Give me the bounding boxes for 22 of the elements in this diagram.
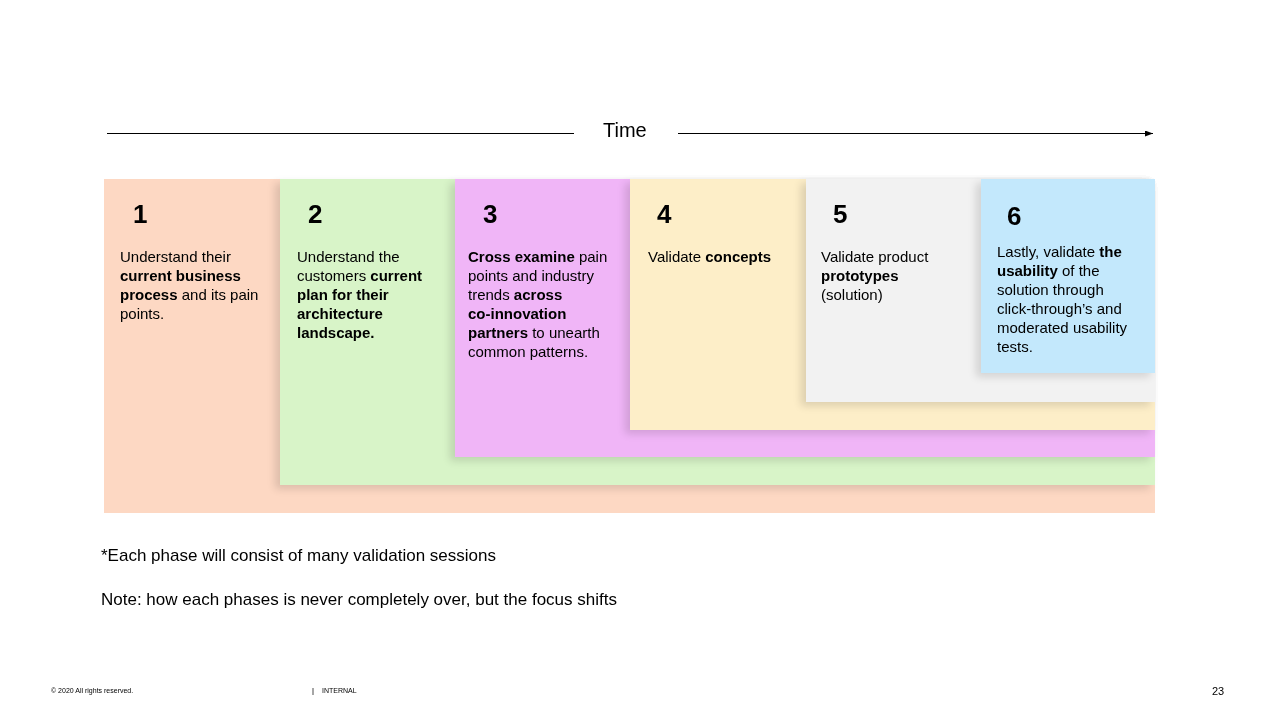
phase-panel — [455, 179, 1155, 457]
phase-number: 2 — [308, 199, 323, 229]
phase-description: Understand their current business process and its pain points. — [120, 247, 260, 323]
phase-description: Lastly, validate the usability of the solution through click-through’s and moderated usability tests. — [997, 242, 1129, 356]
phase-description: Cross examine pain points and industry trends across co-innovation partners to unearth common patterns. — [468, 247, 609, 361]
phase-number: 6 — [1007, 201, 1022, 231]
phase-description: Validate product prototypes (solution) — [821, 247, 930, 304]
phase-panel — [806, 179, 1155, 402]
page-number: 23 — [1212, 685, 1225, 698]
axis-label: Time — [603, 118, 647, 142]
phase-description: Understand the customers current plan for their architecture landscape. — [297, 247, 424, 342]
footnote: *Each phase will consist of many validation sessions — [101, 546, 496, 566]
note: Note: how each phases is never completely over, but the focus shifts — [101, 590, 617, 610]
phase-number: 1 — [133, 199, 148, 229]
phase-description: Validate concepts — [648, 247, 773, 266]
phase-panel — [630, 179, 1155, 430]
phase-number: 4 — [657, 199, 672, 229]
phase-panel — [104, 179, 1155, 513]
phase-panel — [981, 179, 1155, 373]
phase-number: 5 — [833, 199, 848, 229]
phase-number: 3 — [483, 199, 498, 229]
phase-panel — [280, 179, 1155, 485]
